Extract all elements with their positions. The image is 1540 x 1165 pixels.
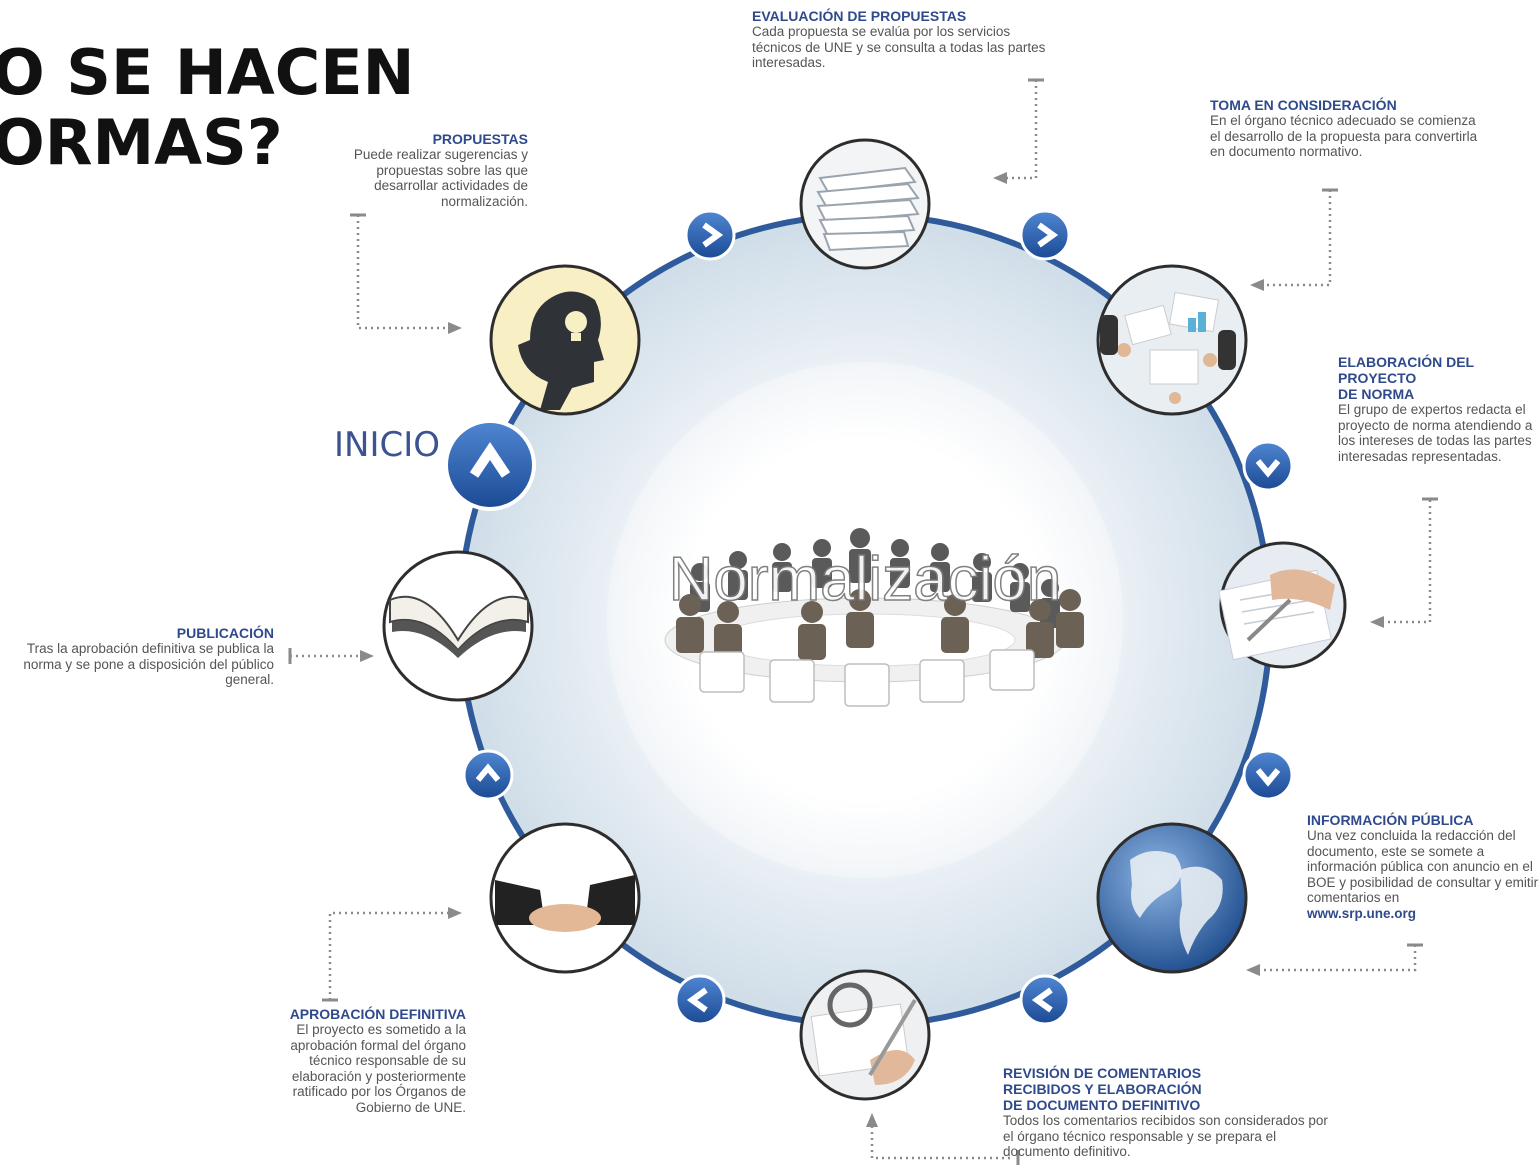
step-publicacion-body: Tras la aprobación definitiva se publica… <box>23 641 274 687</box>
photo-propuestas <box>489 264 641 416</box>
step-informacion-text: Una vez concluida la redacción del docum… <box>1307 828 1539 905</box>
title-line-1: O SE HACEN <box>0 36 415 109</box>
step-aprobacion-title: APROBACIÓN DEFINITIVA <box>289 1006 466 1022</box>
meeting-illustration: Normalización <box>664 528 1084 707</box>
step-aprobacion: APROBACIÓN DEFINITIVA El proyecto es som… <box>258 1006 466 1115</box>
step-elaboracion-title-line: ELABORACIÓN DEL <box>1338 354 1475 370</box>
step-elaboracion-title-line: DE NORMA <box>1338 386 1415 402</box>
connector-caps <box>288 78 1438 1165</box>
start-label: INICIO <box>334 425 441 465</box>
step-elaboracion-title-line: PROYECTO <box>1338 370 1417 386</box>
step-elaboracion-title: ELABORACIÓN DEL PROYECTO DE NORMA <box>1338 354 1536 402</box>
photo-informacion <box>1096 822 1248 974</box>
start-arrow-icon <box>444 419 536 511</box>
step-elaboracion: ELABORACIÓN DEL PROYECTO DE NORMA El gru… <box>1338 354 1536 464</box>
step-toma: TOMA EN CONSIDERACIÓN En el órgano técni… <box>1210 97 1480 160</box>
arrow-badge-icon <box>684 209 736 261</box>
center-label: Normalización <box>669 545 1062 614</box>
step-propuestas-title: PROPUESTAS <box>432 131 528 147</box>
step-informacion-title: INFORMACIÓN PÚBLICA <box>1307 812 1474 828</box>
photo-toma <box>1096 264 1248 416</box>
step-publicacion: PUBLICACIÓN Tras la aprobación definitiv… <box>8 625 274 688</box>
arrow-badge-icon <box>674 974 726 1026</box>
step-revision-body: Todos los comentarios recibidos son cons… <box>1003 1113 1328 1159</box>
step-toma-title: TOMA EN CONSIDERACIÓN <box>1210 97 1397 113</box>
arrow-badge-icon <box>1242 440 1294 492</box>
step-revision-title-line: RECIBIDOS Y ELABORACIÓN <box>1003 1081 1202 1097</box>
connector-arrowheads <box>360 172 1384 1127</box>
step-propuestas-body: Puede realizar sugerencias y propuestas … <box>353 147 528 209</box>
step-evaluacion-title: EVALUACIÓN DE PROPUESTAS <box>752 8 967 24</box>
photo-publicacion <box>382 550 534 702</box>
step-publicacion-title: PUBLICACIÓN <box>176 625 274 641</box>
step-revision: REVISIÓN DE COMENTARIOS RECIBIDOS Y ELAB… <box>1003 1065 1333 1160</box>
step-revision-title-line: DE DOCUMENTO DEFINITIVO <box>1003 1097 1201 1113</box>
step-informacion: INFORMACIÓN PÚBLICA Una vez concluida la… <box>1307 812 1539 921</box>
arrow-badge-icon <box>1242 749 1294 801</box>
srp-link[interactable]: www.srp.une.org <box>1307 905 1417 921</box>
page-title: O SE HACEN ORMAS? <box>0 38 415 178</box>
arrow-badge-icon <box>1019 209 1071 261</box>
step-revision-title: REVISIÓN DE COMENTARIOS RECIBIDOS Y ELAB… <box>1003 1065 1333 1113</box>
dotted-connectors <box>290 80 1432 1160</box>
arrow-badge-icon <box>1019 974 1071 1026</box>
arrow-badge-icon <box>462 749 514 801</box>
photo-elaboracion <box>1218 541 1347 669</box>
photo-evaluacion <box>799 138 931 270</box>
step-aprobacion-body: El proyecto es sometido a la aprobación … <box>290 1022 466 1115</box>
step-propuestas: PROPUESTAS Puede realizar sugerencias y … <box>340 131 528 209</box>
step-evaluacion: EVALUACIÓN DE PROPUESTAS Cada propuesta … <box>752 8 1052 71</box>
step-toma-body: En el órgano técnico adecuado se comienz… <box>1210 113 1478 159</box>
step-evaluacion-body: Cada propuesta se evalúa por los servici… <box>752 24 1046 70</box>
photo-revision <box>799 969 931 1101</box>
step-elaboracion-body: El grupo de expertos redacta el proyecto… <box>1338 402 1533 464</box>
title-line-2: ORMAS? <box>0 106 283 179</box>
step-revision-title-line: REVISIÓN DE COMENTARIOS <box>1003 1065 1202 1081</box>
photo-aprobacion <box>489 822 641 974</box>
step-informacion-body: Una vez concluida la redacción del docum… <box>1307 828 1539 921</box>
